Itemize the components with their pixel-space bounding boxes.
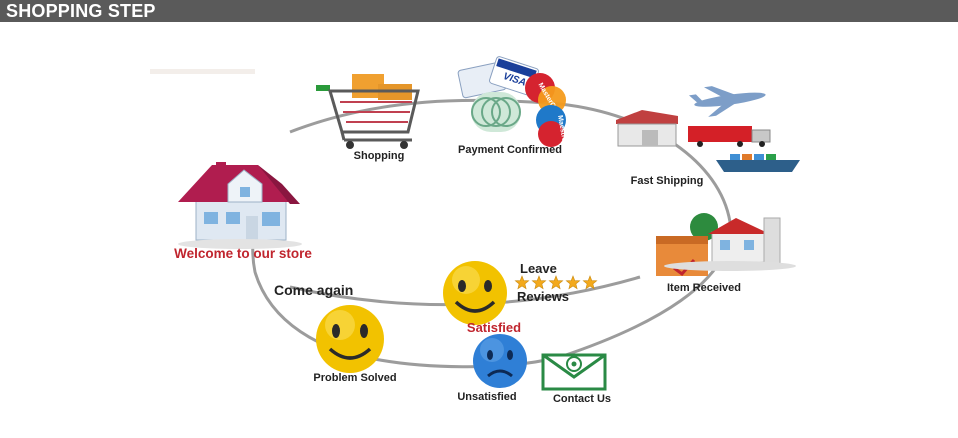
star-icon [548,275,564,290]
star-icon [531,275,547,290]
house-icon [178,162,302,249]
label-payment-confirmed: Payment Confirmed [458,144,562,156]
star-icon [582,275,598,290]
envelope-icon [541,353,607,391]
sad-face-icon [473,334,527,388]
label-leave: Leave [520,261,557,276]
header-bar: SHOPPING STEP [0,0,958,22]
maestro-text: Maestro [556,115,568,143]
label-shopping: Shopping [354,150,405,162]
shopping-cart-icon [316,74,420,149]
faint-mark [150,69,255,74]
truck-icon [688,126,771,147]
label-reviews: Reviews [517,289,569,304]
label-problem-solved: Problem Solved [313,372,396,384]
label-item-received: Item Received [667,282,741,294]
delivered-box-icon [656,213,796,277]
shopping-cycle-diagram: Welcome to our store Shopping VISA Maste… [150,56,800,405]
label-unsatisfied: Unsatisfied [457,391,516,403]
label-welcome: Welcome to our store [174,246,312,261]
label-satisfied: Satisfied [467,320,521,335]
star-icon [514,275,530,290]
smiley-face-icon [443,261,507,325]
label-fast-shipping: Fast Shipping [631,175,704,187]
star-icon [565,275,581,290]
label-contact-us: Contact Us [553,393,611,405]
label-come-again: Come again [274,282,353,298]
smiley-face-icon [316,305,384,373]
airplane-icon [688,86,766,117]
payment-cards-icon: VISA MasterCard Maestro [457,56,568,147]
cargo-ship-icon [716,154,800,172]
review-stars [514,275,598,290]
warehouse-icon [616,110,678,147]
page-title: SHOPPING STEP [6,1,156,21]
